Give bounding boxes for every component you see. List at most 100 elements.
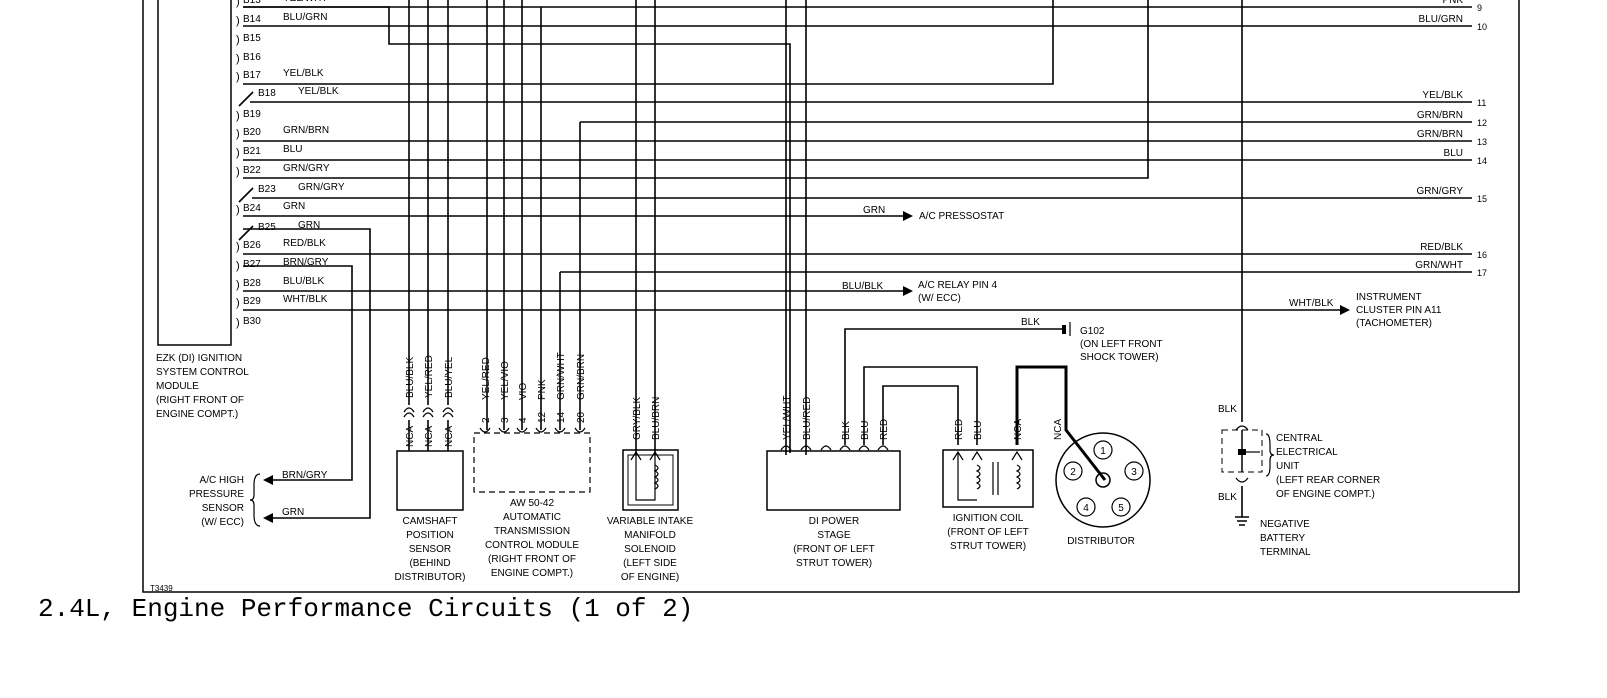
- dipower-wire-label: BLU/RED: [802, 397, 813, 440]
- coil-wire-label: NCA: [1013, 419, 1024, 440]
- ecm-wire-B13: YEL/WHT: [283, 0, 327, 4]
- ecm-wire-B18: YEL/BLK: [298, 86, 339, 97]
- tcm-label-line: AW 50-42: [510, 498, 555, 509]
- edge-circuit-number: 17: [1477, 268, 1487, 278]
- ecm-pin-B17: B17: [243, 70, 261, 81]
- vim-pin-arrow: [649, 450, 661, 461]
- distributor-terminal-number: 3: [1131, 467, 1137, 478]
- pin-bracket: ): [236, 279, 240, 291]
- ceu-connector-bottom: [1235, 477, 1249, 483]
- tcm-label-line: AUTOMATIC: [503, 512, 561, 523]
- wires: [157, 0, 1472, 526]
- tcm-pin-number: 14: [556, 411, 567, 423]
- edge-circuit-number: 9: [1477, 3, 1482, 13]
- dipower-connector: [858, 445, 870, 451]
- ecm-label-line: ENGINE COMPT.): [156, 409, 238, 420]
- edge-wire-label: GRN/BRN: [1417, 110, 1463, 121]
- ac-relay-label-line: (W/ ECC): [918, 293, 961, 304]
- edge-circuit-number: 13: [1477, 137, 1487, 147]
- edge-circuit-number: 12: [1477, 118, 1487, 128]
- coil-secondary: [1015, 464, 1021, 490]
- ecm-label-line: (RIGHT FRONT OF: [156, 395, 244, 406]
- coil-distributor-lead: [1015, 365, 1107, 481]
- ecm-wire-B28: BLU/BLK: [283, 276, 324, 287]
- ac-sensor-brace: [249, 473, 261, 527]
- vim-pin-arrow: [630, 450, 642, 461]
- pin-bracket: ): [236, 241, 240, 253]
- camshaft-label-line: DISTRIBUTOR): [395, 572, 466, 583]
- ceu-wire-bottom: BLK: [1218, 492, 1237, 503]
- tcm-label-line: ENGINE COMPT.): [491, 568, 573, 579]
- distributor-terminal-number: 1: [1100, 446, 1106, 457]
- camshaft-sensor-box: [396, 450, 464, 511]
- pin-jog: [238, 187, 254, 203]
- ceu-connector-top: [1235, 425, 1249, 431]
- dipower-connector: [800, 445, 812, 451]
- tcm-label-line: (RIGHT FRONT OF: [488, 554, 576, 565]
- pin-bracket: ): [236, 260, 240, 272]
- ac-sensor-arrow-2: [263, 513, 273, 523]
- cluster-label-line: CLUSTER PIN A11: [1356, 305, 1442, 316]
- vim-coil-wire: [635, 452, 656, 501]
- dipower-wire-label: YEL/WHT: [782, 396, 793, 440]
- coil-pin-arrow: [971, 450, 983, 461]
- edge-wire-label: BLU: [1444, 148, 1463, 159]
- ecm-pin-B27: B27: [243, 259, 261, 270]
- ceu-label-line: CENTRAL: [1276, 433, 1323, 444]
- ecm-wire-B26: RED/BLK: [283, 238, 326, 249]
- ceu-label-line: UNIT: [1276, 461, 1299, 472]
- ground-label-line: (ON LEFT FRONT: [1080, 339, 1163, 350]
- tcm-label-line: CONTROL MODULE: [485, 540, 579, 551]
- pin-bracket: ): [236, 128, 240, 140]
- ground-label-line: G102: [1080, 326, 1105, 337]
- camshaft-wire-label: YEL/RED: [424, 355, 435, 398]
- ecm-pin-B28: B28: [243, 278, 261, 289]
- tcm-pin-number: 4: [518, 417, 529, 423]
- vim-inner-box: [627, 454, 674, 506]
- ceu-label-line: OF ENGINE COMPT.): [1276, 489, 1375, 500]
- cluster-label-line: (TACHOMETER): [1356, 318, 1432, 329]
- tcm-connector: [516, 427, 528, 433]
- edge-wire-label: GRN/BRN: [1417, 129, 1463, 140]
- ecm-pin-B13: B13: [243, 0, 261, 6]
- edge-wire-label: PNK: [1442, 0, 1463, 6]
- coil-wire-label: RED: [954, 419, 965, 440]
- vim-wire-label: GRY/BLK: [632, 397, 643, 440]
- ceu-splice: [1238, 449, 1246, 455]
- pin-jog: [238, 91, 254, 107]
- tcm-wire-label: GRN/WHT: [556, 352, 567, 400]
- tcm-pin-number: 12: [537, 411, 548, 423]
- coil-primary-wire: [957, 452, 977, 501]
- ecm-wire-B22: GRN/GRY: [283, 163, 330, 174]
- camshaft-connector: [442, 407, 454, 418]
- edge-wire-label: BLU/GRN: [1419, 14, 1463, 25]
- dipower-connector: [780, 445, 792, 451]
- camshaft-label-line: CAMSHAFT: [403, 516, 458, 527]
- edge-wire-label: GRN/WHT: [1415, 260, 1463, 271]
- coil-box: [942, 449, 1034, 508]
- ac-sensor-label-line: (W/ ECC): [201, 517, 244, 528]
- camshaft-connector: [422, 407, 434, 418]
- wire-b13: [243, 6, 791, 453]
- coil-label-line: IGNITION COIL: [953, 513, 1024, 524]
- edge-wire-label: GRN/GRY: [1417, 186, 1464, 197]
- tcm-connector: [479, 427, 491, 433]
- ecm-pin-B21: B21: [243, 146, 261, 157]
- ecm-wire-B25: GRN: [298, 220, 320, 231]
- distributor-label: DISTRIBUTOR: [1067, 536, 1135, 547]
- wire-b17: [243, 0, 1054, 85]
- ac-sensor-brngry-wire: [243, 265, 353, 481]
- distributor-terminal: [1076, 497, 1096, 517]
- tcm-wire-label: VIO: [518, 383, 529, 400]
- dipower-label-line: DI POWER: [809, 516, 860, 527]
- ceu-brace: [1265, 433, 1275, 477]
- vim-label-line: SOLENOID: [624, 544, 676, 555]
- ac-sensor-grn-wire: [243, 228, 371, 519]
- ceu-label-line: (LEFT REAR CORNER: [1276, 475, 1380, 486]
- ecm-wire-B24: GRN: [283, 201, 305, 212]
- dipower-label-line: STRUT TOWER): [796, 558, 872, 569]
- edge-circuit-number: 10: [1477, 22, 1487, 32]
- vim-coil: [653, 464, 659, 490]
- distributor-terminal-number: 2: [1070, 467, 1076, 478]
- pressostat-wire-label: GRN: [863, 205, 885, 216]
